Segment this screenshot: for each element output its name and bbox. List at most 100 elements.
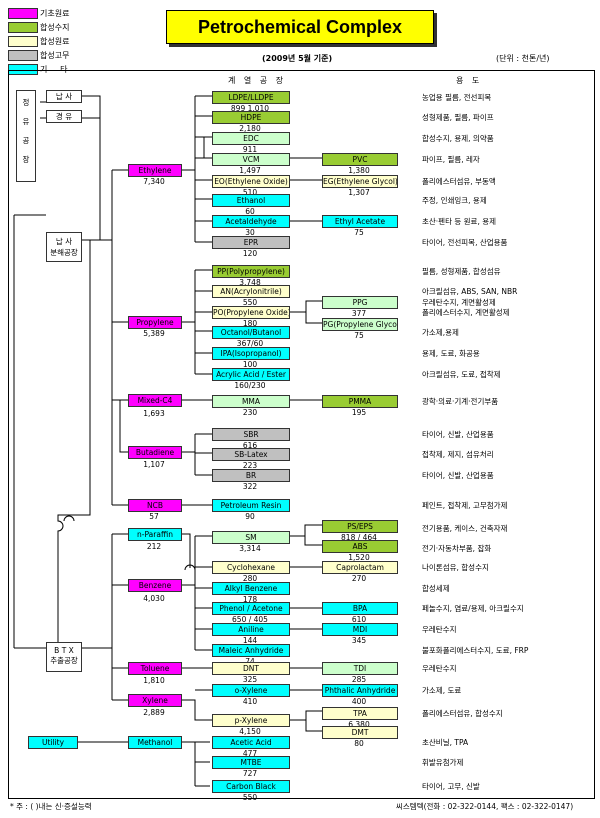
page-title: Petrochemical Complex <box>166 10 434 44</box>
product-box: SM <box>212 531 290 544</box>
methanol-box: Methanol <box>128 736 182 749</box>
refinery-char-4: 장 <box>22 155 30 164</box>
product-capacity: 616 <box>242 441 258 450</box>
btx-line2: 추출공장 <box>50 656 78 665</box>
btx-box: B T X 추출공장 <box>46 642 82 672</box>
n-paraffin-box: n-Paraffin <box>128 528 182 541</box>
product-use: 합성수지, 용제, 의약품 <box>422 134 494 143</box>
ncb-box: NCB <box>128 499 182 512</box>
product-use: 타이어, 전선피복, 산업용품 <box>422 238 508 247</box>
product-box: LDPE/LLDPE <box>212 91 290 104</box>
product-capacity: 90 <box>245 512 255 521</box>
product-box: MMA <box>212 395 290 408</box>
product-use: 불포화폴리에스터수지, 도료, FRP <box>422 646 529 655</box>
n-paraffin-capacity: 212 <box>146 542 162 551</box>
product-capacity: 3,314 <box>239 544 261 553</box>
subtitle: (2009년 5월 기준) <box>262 54 333 63</box>
benzene-box: Benzene <box>128 579 182 592</box>
product-use: 필름, 성형제품, 합성섬유 <box>422 267 501 276</box>
legend-label-synthetic: 합성원료 <box>40 37 70 46</box>
product-use: 우레탄수지 <box>422 664 457 673</box>
secondary-product-box: PPG <box>322 296 398 309</box>
footer-note: * 주 : ( )내는 신·증설능력 <box>10 802 92 811</box>
secondary-product-capacity: 195 <box>351 408 367 417</box>
secondary-product-capacity: 80 <box>354 739 364 748</box>
product-capacity: 280 <box>242 574 258 583</box>
secondary-product-capacity: 377 <box>351 309 367 318</box>
product-capacity: 322 <box>242 482 258 491</box>
product-box: Petroleum Resin <box>212 499 290 512</box>
product-box: EPR <box>212 236 290 249</box>
legend-swatch-other <box>8 64 38 75</box>
product-box: MTBE <box>212 756 290 769</box>
legend-swatch-rubber <box>8 50 38 61</box>
footer-contact: 씨스템텍(전화 : 02-322-0144, 팩스 : 02-322-0147) <box>396 802 574 811</box>
unit-label: (단위 : 천톤/년) <box>496 54 550 63</box>
ethylene-capacity: 7,340 <box>143 177 165 186</box>
product-use: 성형제품, 필름, 파이프 <box>422 113 494 122</box>
naphtha-cracker-line1: 납 사 <box>55 237 73 246</box>
propylene-capacity: 5,389 <box>143 329 165 338</box>
product-use: 접착제, 제지, 섬유처리 <box>422 450 494 459</box>
product-box: PP(Polypropylene) <box>212 265 290 278</box>
product-box: SB-Latex <box>212 448 290 461</box>
product-capacity: 550 <box>242 298 258 307</box>
secondary-product-box: PVC <box>322 153 398 166</box>
product-capacity: 178 <box>242 595 258 604</box>
product-capacity: 30 <box>245 228 255 237</box>
secondary-product-capacity: 1,520 <box>348 553 370 562</box>
product-use: 타이어, 신발, 산업용품 <box>422 471 494 480</box>
product-use: 농업용 필름, 전선피복 <box>422 93 492 102</box>
naphtha-box: 납 사 <box>46 90 82 103</box>
ncb-capacity: 57 <box>149 512 159 521</box>
product-capacity: 911 <box>242 145 258 154</box>
product-use: 나이론섬유, 합성수지 <box>422 563 489 572</box>
product-box: DNT <box>212 662 290 675</box>
legend-label-resin: 합성수지 <box>40 23 70 32</box>
secondary-product-capacity: 75 <box>354 228 364 237</box>
product-capacity: 367/60 <box>236 339 264 348</box>
product-use: 휘발유첨가제 <box>422 758 464 767</box>
naphtha-cracker-box: 납 사 분해공장 <box>46 232 82 262</box>
secondary-product-box: Ethyl Acetate <box>322 215 398 228</box>
product-box: p-Xylene <box>212 714 290 727</box>
secondary-product-capacity: 818 / 464 <box>341 533 377 542</box>
product-box: VCM <box>212 153 290 166</box>
product-capacity: 74 <box>212 657 288 666</box>
product-use: 타이어, 신발, 산업용품 <box>422 430 494 439</box>
product-use: 광학·의료·기계·전기부품 <box>422 397 499 406</box>
product-box: Ethanol <box>212 194 290 207</box>
use-po-line2: 우레탄수지, 계면활성제 <box>422 298 496 307</box>
product-capacity: 410 <box>242 697 258 706</box>
secondary-product-use: 전기용품, 케이스, 건축자재 <box>422 524 508 533</box>
product-use: 폴리에스터섬유, 합성수지 <box>422 709 503 718</box>
secondary-product-box: BPA <box>322 602 398 615</box>
product-use: 아크릴섬유, 도료, 접착제 <box>422 370 501 379</box>
product-box: Maleic Anhydride <box>212 644 290 657</box>
mixed-c4-capacity: 1,693 <box>143 409 165 418</box>
product-capacity: 180 <box>242 319 258 328</box>
secondary-product-capacity: 75 <box>354 331 364 340</box>
legend-label-rubber: 합성고무 <box>40 51 70 60</box>
secondary-product-box: TPA <box>322 707 398 720</box>
product-use: 용제, 도료, 화공용 <box>422 349 480 358</box>
product-box: Acetaldehyde <box>212 215 290 228</box>
product-capacity: 325 <box>242 675 258 684</box>
product-use: 아크릴섬유, ABS, SAN, NBR <box>422 287 518 296</box>
product-box: EDC <box>212 132 290 145</box>
product-use: 초산비닐, TPA <box>422 738 469 747</box>
product-use: 폴리에스터섬유, 부동액 <box>422 177 496 186</box>
product-capacity: 120 <box>242 249 258 258</box>
product-capacity: 1,497 <box>239 166 261 175</box>
product-capacity: 100 <box>242 360 258 369</box>
utility-box: Utility <box>28 736 78 749</box>
legend-label-base: 기초원료 <box>40 9 70 18</box>
product-box: Octanol/Butanol <box>212 326 290 339</box>
secondary-product-capacity: 1,307 <box>348 188 370 197</box>
refinery-box: 정 유 공 장 <box>16 90 36 182</box>
xylene-capacity: 2,889 <box>143 708 165 717</box>
product-use: 파이프, 필름, 레자 <box>422 155 480 164</box>
legend-swatch-base <box>8 8 38 19</box>
product-use: 합성세제 <box>422 584 450 593</box>
product-capacity: 160/230 <box>234 381 266 390</box>
